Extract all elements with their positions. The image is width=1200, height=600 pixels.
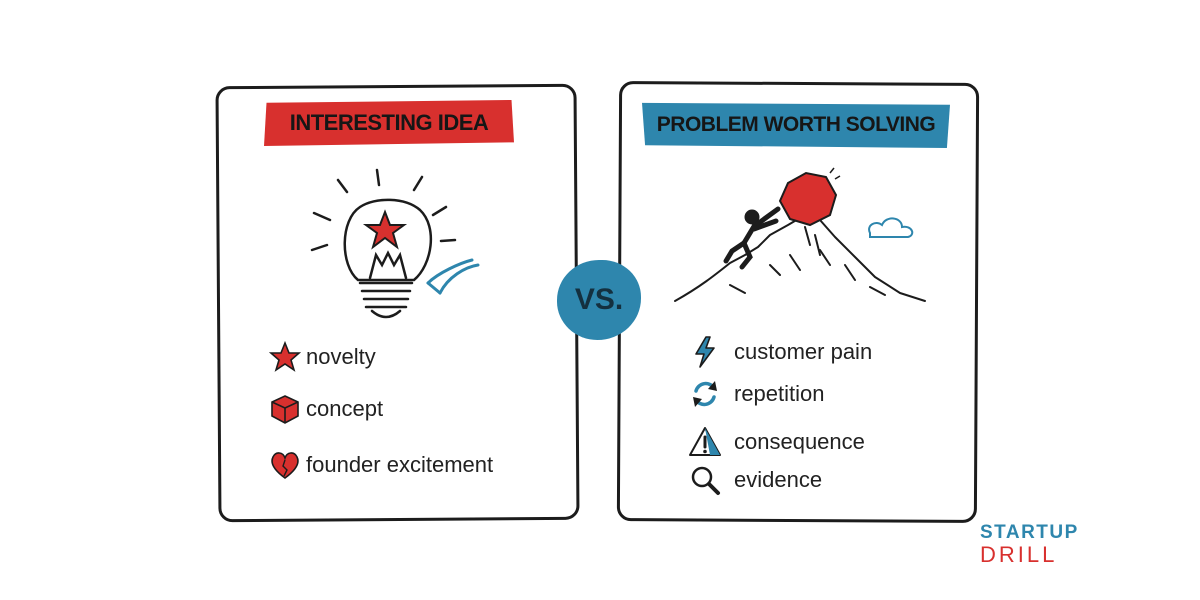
cloud-icon [868,217,914,238]
interesting-idea-banner: INTERESTING IDEA [264,100,514,146]
customer-pain-label: customer pain [734,339,873,364]
refresh-icon [693,381,717,407]
list-item-consequence: consequence [688,425,865,459]
heart-icon [271,452,299,479]
vs-badge: VS. [557,260,641,340]
lightning-icon [695,336,715,368]
founder-excitement-label: founder excitement [306,452,494,477]
warning-icon [689,427,721,456]
repetition-label: repetition [734,381,825,406]
novelty-label: novelty [306,344,376,369]
magnifier-icon [691,466,720,495]
cube-icon [271,395,299,424]
star-icon [268,340,302,372]
brand-line-2: DRILL [980,542,1058,567]
lightbulb-icon [310,168,480,319]
consequence-label: consequence [734,429,865,454]
list-item-novelty: novelty [268,340,376,374]
list-item-concept: concept [268,392,383,426]
concept-label: concept [306,396,384,421]
list-item-customer-pain: customer pain [688,335,872,369]
mountain-boulder-icon [674,167,926,302]
startup-drill-logo: STARTUP DRILL [980,523,1079,566]
list-item-founder-excitement: founder excitement [268,448,493,482]
list-item-evidence: evidence [688,463,822,497]
evidence-label: evidence [734,467,823,492]
list-item-repetition: repetition [688,377,825,411]
problem-worth-solving-banner: PROBLEM WORTH SOLVING [642,102,950,148]
brand-line-1: STARTUP [980,522,1079,543]
